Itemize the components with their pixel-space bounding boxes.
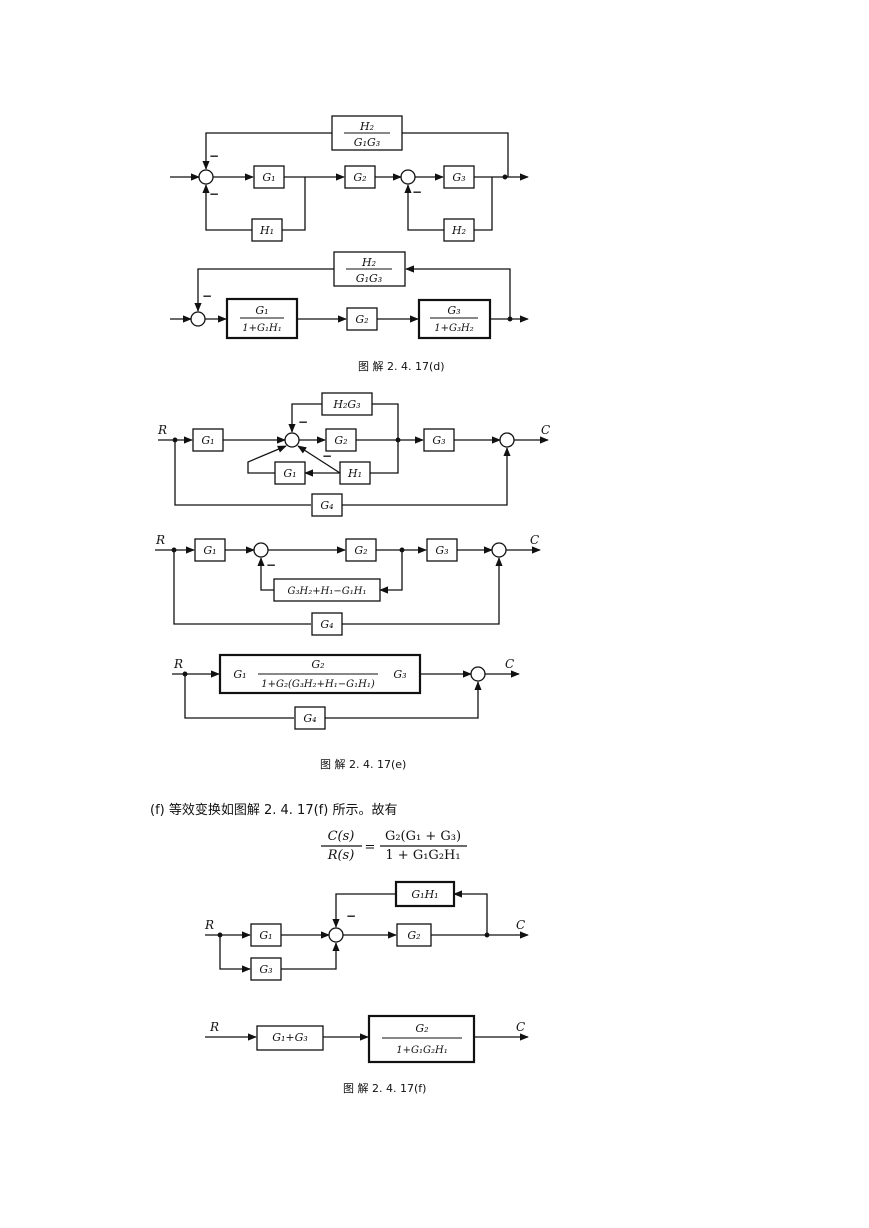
label-g2: G₂ [407, 929, 420, 942]
label-g2: G₂ [355, 313, 368, 326]
summing-junction [253, 542, 269, 558]
label-g3: G₃ [452, 171, 465, 184]
minus-sign: − [412, 185, 422, 199]
diagram-e-part1 [158, 392, 549, 517]
summing-junction [499, 432, 515, 448]
label-r: R [209, 1020, 219, 1034]
label-g4: G₄ [320, 618, 333, 631]
label-r: R [157, 423, 167, 437]
label-r: R [173, 657, 183, 671]
label-g2: G₂ [354, 544, 367, 557]
label-g2-num: G₂ [415, 1022, 428, 1035]
text-g1g3-den: G₁G₃ [356, 272, 382, 285]
label-g1: G₁ [262, 171, 275, 184]
summing-junction [400, 169, 416, 185]
text-1-plus-g3h2: 1+G₃H₂ [434, 323, 473, 334]
label-h1: H₁ [347, 467, 362, 480]
label-g1: G₁ [203, 544, 216, 557]
summing-junction [470, 666, 486, 682]
label-g3: G₃ [259, 963, 272, 976]
label-g1: G₁ [259, 929, 272, 942]
label-h2: H₂ [451, 224, 466, 237]
summing-junction [491, 542, 507, 558]
eq-rhs-num: G₂(G₁ + G₃) [385, 829, 461, 844]
diagram-e-part3 [172, 653, 520, 730]
label-g3: G₃ [432, 434, 445, 447]
block-g1-plus-g3 [256, 1025, 324, 1051]
diagram-f-part1 [205, 880, 529, 981]
eq-lhs-num: C(s) [328, 829, 355, 844]
summing-junction [190, 311, 206, 327]
eq-equals: = [365, 840, 376, 855]
diagram-d-lower [170, 251, 529, 340]
label-g3: G₃ [435, 544, 448, 557]
label-h2g3: H₂G₃ [332, 398, 360, 411]
minus-sign: − [209, 187, 219, 201]
label-h1: H₁ [259, 224, 274, 237]
text-h2-num: H₂ [361, 256, 376, 269]
label-g3: G₃ [393, 668, 406, 681]
section-f-text: (f) 等效变换如图解 2. 4. 17(f) 所示。故有 [150, 802, 397, 818]
label-g2-num: G₂ [311, 658, 324, 671]
label-combined-den: 1+G₂(G₃H₂+H₁−G₁H₁) [261, 679, 375, 690]
label-g2: G₂ [334, 434, 347, 447]
label-g1h1: G₁H₁ [411, 888, 438, 901]
eq-lhs-den: R(s) [327, 848, 355, 863]
label-feedback-sum: G₃H₂+H₁−G₁H₁ [288, 586, 367, 597]
label-g1-inner: G₁ [283, 467, 296, 480]
label-c: C [530, 533, 539, 547]
text-1-plus-g1h1: 1+G₁H₁ [242, 323, 281, 334]
block-g2-over-1-plus-g1g2h1 [367, 1014, 476, 1064]
label-c: C [516, 918, 525, 932]
label-r: R [155, 533, 165, 547]
label-c: C [516, 1020, 525, 1034]
summing-junction [198, 169, 214, 185]
label-g1-plus-g3: G₁+G₃ [272, 1031, 308, 1044]
diagram-d-upper [170, 115, 529, 242]
caption-f: 图 解 2. 4. 17(f) [343, 1081, 426, 1095]
minus-sign: − [266, 558, 276, 572]
label-g2: G₂ [353, 171, 366, 184]
text-h2-over-g1g3-den: G₁G₃ [354, 136, 380, 149]
diagram-f-part2 [205, 1014, 529, 1064]
minus-sign: − [298, 415, 308, 429]
minus-sign: − [209, 149, 219, 163]
eq-rhs-den: 1 + G₁G₂H₁ [385, 848, 460, 863]
minus-sign: − [322, 449, 332, 463]
label-g1: G₁ [233, 668, 246, 681]
label-g4: G₄ [320, 499, 333, 512]
summing-junction [284, 432, 300, 448]
minus-sign: − [346, 909, 356, 923]
label-g4: G₄ [303, 712, 316, 725]
label-den: 1+G₁G₂H₁ [396, 1045, 447, 1056]
caption-d: 图 解 2. 4. 17(d) [358, 359, 445, 373]
diagram-e-part2 [155, 538, 541, 636]
text-g3-num: G₃ [447, 304, 460, 317]
text-g1-num: G₁ [255, 304, 268, 317]
minus-sign: − [202, 289, 212, 303]
text-h2-over-g1g3-num: H₂ [359, 120, 374, 133]
label-r: R [204, 918, 214, 932]
caption-e: 图 解 2. 4. 17(e) [320, 757, 406, 771]
summing-junction [328, 927, 344, 943]
label-c: C [541, 423, 550, 437]
label-c: C [505, 657, 514, 671]
label-g1: G₁ [201, 434, 214, 447]
